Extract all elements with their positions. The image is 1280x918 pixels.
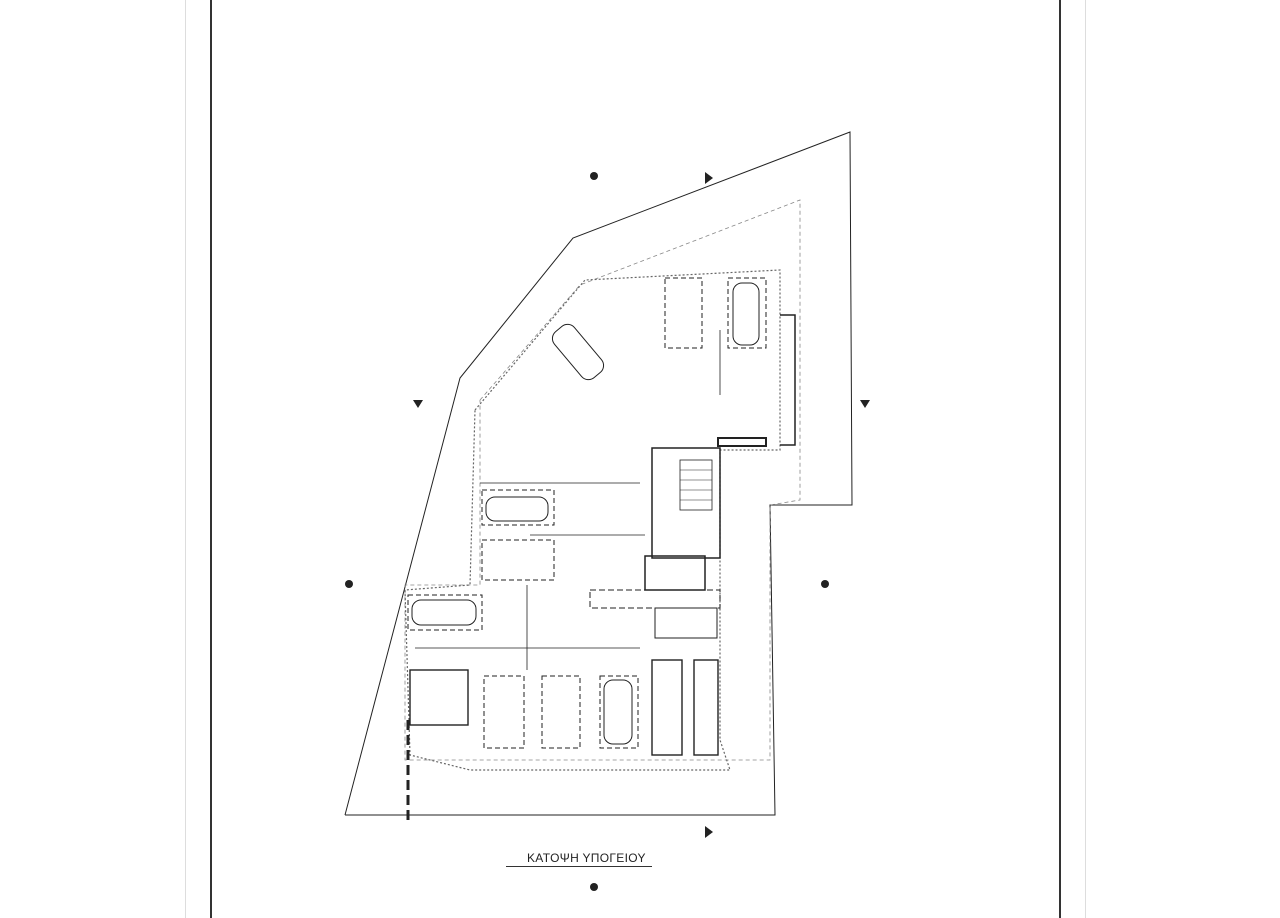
section-markers: [345, 172, 870, 891]
drawing-title: ΚΑΤΟΨΗ ΥΠΟΓΕΙΟΥ: [527, 851, 646, 865]
basement-wall: [404, 269, 781, 771]
building-envelope: [404, 199, 801, 761]
parking-bays: [407, 277, 767, 749]
site-boundary: [344, 131, 853, 816]
page-border-left: [210, 0, 212, 918]
ramp: [717, 437, 767, 447]
page-border-right: [1059, 0, 1061, 918]
storage-rooms: [409, 659, 719, 756]
title-underline: [506, 866, 652, 867]
page-margin-right: [1085, 0, 1086, 918]
page-margin-left: [185, 0, 186, 918]
dimension-lines: [415, 330, 721, 670]
stair-core: [589, 447, 721, 639]
cars: [411, 282, 760, 745]
